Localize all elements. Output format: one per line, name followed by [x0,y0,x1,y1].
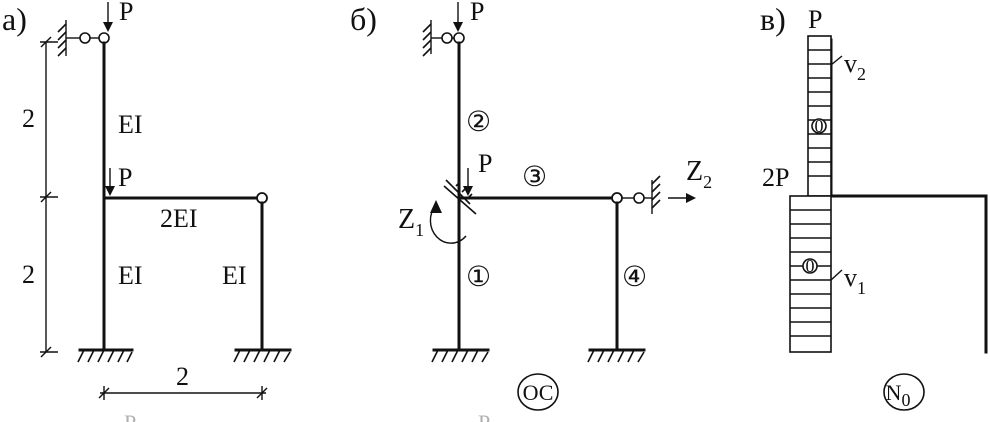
panel-a-stiffness-col-upper: EI [118,110,143,139]
panel-a-stiffness-col-left: EI [118,261,143,290]
panel-b-right-roller-support [622,175,661,214]
panel-a-dim-upper: 2 [22,104,35,133]
panel-c-force-top: P [808,5,822,34]
panel-a-horizontal-dimension [98,386,268,400]
panel-a-stiffness-col-right: EI [222,261,247,290]
panel-c-marker-upper: 0 [815,116,824,136]
panel-a-fixed-support-right [233,348,292,363]
panel-b-member-1: ① [466,262,491,293]
panel-b-system-label: ОС [523,380,554,405]
panel-c-diagram-label-circle [883,373,925,411]
panel-a-label: а) [2,1,27,37]
panel-b-caption-fragment: Р [478,410,490,422]
panel-a-top-roller-support [57,20,110,57]
panel-a-fixed-support-left [77,348,134,363]
panel-b-z1-arrowhead [430,200,442,213]
panel-c-marker-lower: 0 [806,256,815,276]
panel-a-load-mid: P [118,163,132,192]
panel-a-dim-lower: 2 [22,260,35,289]
panel-a-dim-bottom: 2 [176,362,189,391]
panel-b-fixed-support-right [587,348,646,363]
panel-a-vertical-dimension [40,36,58,358]
panel-b: б) P [350,0,712,422]
panel-a-caption-fragment: Р [124,410,136,422]
panel-b-z2: Z2 [686,156,712,192]
panel-b-label: б) [350,1,377,37]
panel-b-member-3: ③ [522,162,547,193]
panel-b-z1: Z1 [398,204,424,240]
panel-c-lower-force-block [789,195,832,353]
panel-c-v1: v1 [844,263,866,298]
panel-c-v1-leader [830,269,843,281]
panel-c-v2-leader [830,55,843,66]
panel-b-system-label-circle [517,373,559,411]
panel-a: а) P P [2,0,292,422]
panel-c-marker-lower-circle [802,258,818,274]
panel-c-diagram-label: N0 [886,380,911,410]
panel-b-fixed-support-left [431,348,490,363]
panel-b-load-mid: P [478,149,492,178]
panel-c-label: в) [760,1,786,37]
panel-a-load-top: P [119,0,133,26]
panel-c-v2: v2 [844,49,866,84]
panel-c-marker-upper-circle [811,118,827,134]
panel-b-member-2: ② [466,107,491,138]
panel-c-force-mid: 2P [762,163,789,192]
panel-c: в) P v2 0 2P [760,1,988,411]
panel-b-member-4: ④ [622,262,647,293]
panel-b-load-top: P [470,0,484,26]
panel-a-stiffness-beam: 2EI [160,204,198,233]
